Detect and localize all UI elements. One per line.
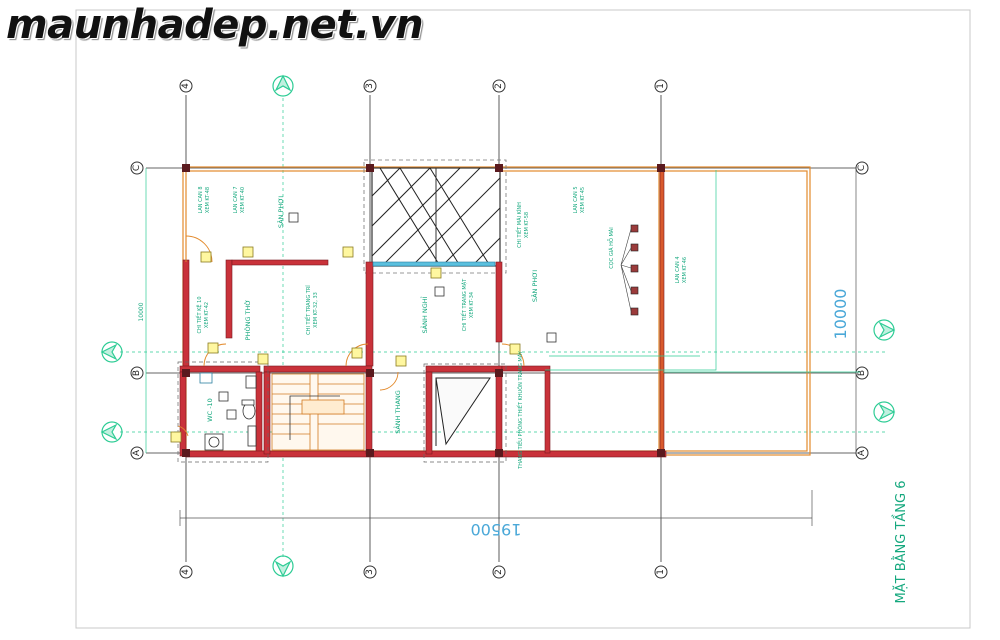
note-xem-kt40: XEM KT-40	[240, 187, 246, 213]
note-xem-kt34: XEM KT-34	[469, 292, 475, 318]
stair	[271, 373, 365, 451]
light-fixtures	[170, 246, 521, 443]
axis-label-3-bottom: 3	[365, 569, 375, 575]
axis-label-1-bottom: 1	[656, 569, 666, 575]
secondary-grid	[120, 98, 885, 560]
sink-icon	[245, 375, 257, 389]
wall-phong-tho-left	[225, 259, 233, 339]
wall-phong-tho-top	[231, 259, 329, 266]
dim-overall-depth: 10000	[831, 289, 850, 340]
skylight-glass	[363, 159, 507, 274]
wall-axis2-upper	[495, 261, 503, 343]
section-markers	[100, 74, 896, 578]
axis-label-3-top: 3	[365, 83, 375, 89]
note-xem-kt48: XEM KT-48	[205, 187, 211, 213]
axis-label-C-right: C	[857, 165, 867, 171]
axis-bubble-1-bottom	[654, 565, 668, 579]
axis-bubbles	[130, 79, 869, 579]
columns	[182, 164, 665, 457]
room-label-wc: WC -10	[206, 398, 214, 422]
axis-bubble-4-top	[179, 79, 193, 93]
axis-label-1-top: 1	[656, 83, 666, 89]
dimension-lines	[145, 168, 857, 526]
glass-wall-sanh-nghi	[372, 261, 496, 267]
room-label-sanh-nghi: SẢNH NGHỈ	[420, 296, 429, 333]
room-label-phong-tho: PHÒNG THỜ	[243, 300, 252, 341]
walls	[179, 167, 667, 458]
wall-room-right-top	[501, 365, 551, 372]
axis-bubble-2-bottom	[492, 565, 506, 579]
note-lan-can-7: LAN CAN 7	[233, 186, 239, 213]
service-outlines	[177, 361, 507, 463]
annotation-leaders	[545, 170, 860, 373]
note-chi-tiet-tran-mat: CHI TIẾT TRANG MẶT	[460, 278, 468, 331]
note-xem-kt32-33: XEM KT-32, 33	[313, 292, 319, 328]
note-chi-tiet-ke-10: CHI TIẾT KỆ 10	[195, 296, 203, 333]
dim-overall-length: 19500	[471, 520, 522, 539]
note-xem-kt42: XEM KT-42	[204, 302, 210, 328]
axis-bubble-C-left	[130, 161, 144, 175]
axis-bubble-3-top	[363, 79, 377, 93]
room-label-sanh-thang: SẢNH THANG	[393, 390, 402, 434]
watermark-logo: maunhadep.net.vn	[6, 2, 424, 48]
axis-bubble-4-bottom	[179, 565, 193, 579]
elevator-shaft	[435, 377, 491, 446]
axis-bubble-A-left	[130, 446, 144, 460]
note-lan-can-8: LAN CAN 8	[198, 186, 204, 213]
outlet-symbols	[218, 212, 557, 420]
wall-elevator-top	[425, 365, 503, 373]
note-xem-kt58: XEM KT-58	[524, 212, 530, 238]
room-label-san-phoi-right: SÂN PHƠI	[530, 270, 539, 302]
axis-label-2-top: 2	[494, 83, 504, 89]
note-lan-can-4: LAN CAN 4	[675, 256, 681, 283]
axis-label-B-left: B	[132, 370, 142, 376]
wall-room-right-side	[544, 370, 551, 454]
wall-elevator-right	[495, 371, 503, 455]
axis-label-2-bottom: 2	[494, 569, 504, 575]
axis-bubble-3-bottom	[363, 565, 377, 579]
wall-wc-right	[255, 371, 263, 457]
wall-axis3-upper	[365, 261, 374, 367]
axis-label-A-left: A	[132, 449, 142, 456]
note-chi-tiet-trang-tri: CHI TIẾT TRANG TRÍ	[304, 285, 312, 335]
drawing-title: MẶT BẰNG TẦNG 6	[892, 481, 909, 604]
room-label-san-phoi-left: SÂN PHƠI	[276, 196, 285, 228]
sheet-border	[75, 9, 971, 629]
wall-left-upper	[182, 259, 190, 371]
wall-wc-top	[179, 365, 261, 373]
dim-side-depth: 10000	[138, 302, 145, 321]
wall-stair-right	[365, 371, 373, 455]
roof-support-posts	[620, 224, 639, 316]
axis-label-4-top: 4	[181, 83, 191, 89]
axis-bubble-1-top	[654, 79, 668, 93]
axis-label-A-right: A	[857, 449, 867, 456]
note-xem-kt45: XEM KT-45	[580, 187, 586, 213]
axis-label-C-left: C	[132, 165, 142, 171]
wall-axis1	[659, 167, 665, 457]
note-lan-can-5: LAN CAN 5	[573, 186, 579, 213]
note-xem-kt46: XEM KT-46	[682, 257, 688, 283]
note-coc-gia-ho-mai: CỌC GIÁ HỖ MÁI	[607, 227, 615, 268]
axis-label-B-right: B	[857, 370, 867, 376]
wall-wc-left	[179, 371, 187, 457]
wc-fixtures	[199, 372, 257, 451]
room-label-thang-may: THANG TIỂU PHÒNG THIẾT KHUÔN TRANG MÁY	[516, 350, 524, 470]
wall-stair-left	[263, 371, 271, 455]
axis-bubble-B-left	[130, 366, 144, 380]
axis-label-4-bottom: 4	[181, 569, 191, 575]
wall-stair-top	[263, 365, 373, 373]
wall-elevator-left	[425, 371, 433, 455]
axis-bubble-2-top	[492, 79, 506, 93]
note-chi-tiet-mai-kinh: CHI TIẾT MÁI KÍNH	[515, 202, 523, 248]
